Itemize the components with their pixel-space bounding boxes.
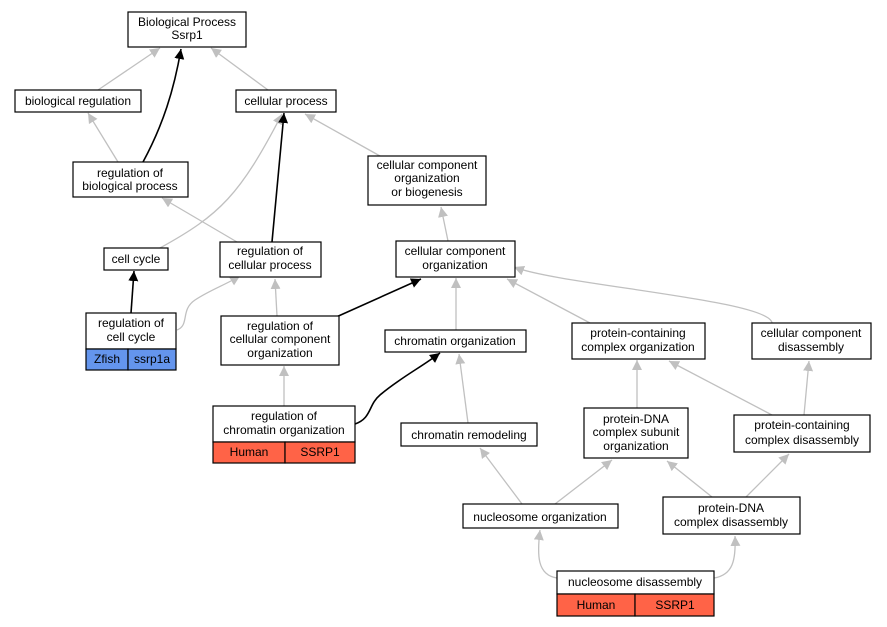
node-label-line: cellular component	[405, 244, 506, 258]
node-cellular-process[interactable]: cellular process	[235, 89, 337, 113]
node-label-line: chromatin organization	[223, 423, 344, 437]
node-protein-dna-complex-disassembly[interactable]: protein-DNA complex disassembly	[662, 496, 801, 535]
gene-tag	[127, 348, 177, 371]
edge-regulation-of-bp-to-root	[142, 48, 185, 163]
edge-nucleosome-organization-to-chromatin-remodeling	[479, 447, 523, 505]
edge-ccob-to-cellular-process	[304, 113, 381, 157]
node-label-line: or biogenesis	[391, 185, 462, 199]
node-label-line: nucleosome organization	[473, 510, 606, 524]
edge-pdna-disassembly-to-pccd	[745, 453, 790, 498]
species-label: Zfish	[94, 352, 120, 366]
node-label-line: complex subunit	[593, 425, 680, 439]
edges	[87, 47, 814, 579]
node-label-line: biological regulation	[25, 94, 131, 108]
node-label-line: cellular process	[244, 94, 327, 108]
node-label-line: protein-DNA	[698, 501, 764, 515]
node-cell-cycle[interactable]: cell cycle	[103, 247, 169, 271]
edge-chromatin-remodeling-to-chromatin-organization	[455, 353, 469, 424]
edge-cellular-process-to-root	[210, 47, 269, 91]
node-label-line: chromatin organization	[394, 334, 515, 348]
edge-regulation-of-cell-cycle-to-regulation-of-cellular-process	[176, 275, 241, 331]
edge-cco-to-ccob	[438, 206, 449, 242]
edge-ccd-to-cco	[513, 265, 773, 324]
node-label-line: Ssrp1	[171, 28, 203, 42]
edge-regulation-of-ccorg-to-cco	[333, 278, 422, 319]
node-chromatin-remodeling[interactable]: chromatin remodeling	[400, 422, 538, 447]
node-cellular-component-organization-or-biogenesis[interactable]: cellular component organization or bioge…	[367, 155, 487, 206]
gene-label: SSRP1	[300, 445, 340, 459]
node-label-line: chromatin remodeling	[411, 428, 526, 442]
node-protein-containing-complex-organization[interactable]: protein-containing complex organization	[571, 322, 706, 360]
node-label-line: organization	[247, 346, 312, 360]
node-label-line: protein-containing	[590, 326, 685, 340]
node-nucleosome-disassembly[interactable]: nucleosome disassembly Human SSRP1	[556, 570, 715, 617]
node-regulation-of-cellular-component-organization[interactable]: regulation of cellular component organiz…	[220, 315, 340, 366]
edge-regulation-of-cell-cycle-to-cell-cycle	[128, 270, 139, 314]
node-label-line: disassembly	[778, 340, 844, 354]
node-label-line: cellular component	[230, 332, 331, 346]
node-protein-dna-complex-subunit-organization[interactable]: protein-DNA complex subunit organization	[583, 407, 689, 459]
node-regulation-of-cellular-process[interactable]: regulation of cellular process	[219, 241, 322, 278]
species-label: Human	[577, 598, 616, 612]
node-label-line: cellular process	[228, 258, 311, 272]
edge-regulation-of-ccorg-to-regulation-of-cellular-process	[270, 278, 281, 317]
edge-nucleosome-organization-to-pdna-subunit	[554, 459, 613, 505]
edge-nucleosome-disassembly-to-nucleosome-organization	[533, 529, 558, 579]
node-label-line: regulation of	[247, 319, 314, 333]
node-label-line: regulation of	[98, 316, 165, 330]
edge-cell-cycle-to-cellular-process	[159, 113, 283, 249]
node-label-line: complex organization	[581, 340, 694, 354]
edge-regulation-of-chromatin-org-to-chromatin-organization	[354, 352, 441, 425]
node-label-line: cellular component	[377, 158, 478, 172]
node-regulation-of-biological-process[interactable]: regulation of biological process	[72, 161, 189, 198]
gene-tag	[284, 441, 356, 464]
edge-nucleosome-disassembly-to-pdna-disassembly	[713, 535, 741, 579]
node-label-line: regulation of	[97, 166, 164, 180]
node-label-line: organization	[603, 439, 668, 453]
node-cellular-component-disassembly[interactable]: cellular component disassembly	[751, 322, 872, 360]
node-label-line: biological process	[82, 179, 177, 193]
gene-label: SSRP1	[655, 598, 695, 612]
node-label-line: cell cycle	[112, 252, 161, 266]
node-nucleosome-organization[interactable]: nucleosome organization	[462, 503, 619, 529]
node-label-line: organization	[394, 171, 459, 185]
node-label-line: cellular component	[761, 326, 862, 340]
node-label-line: cell cycle	[107, 330, 156, 344]
node-label-line: nucleosome disassembly	[568, 575, 702, 589]
edge-biological-regulation-to-root	[97, 47, 161, 91]
node-regulation-of-chromatin-organization[interactable]: regulation of chromatin organization Hum…	[212, 405, 356, 464]
nodes: Biological Process Ssrp1 biological regu…	[14, 11, 872, 617]
node-cellular-component-organization[interactable]: cellular component organization	[395, 240, 516, 278]
gene-tag	[634, 593, 715, 617]
node-label-line: protein-containing	[754, 418, 849, 432]
node-label-line: regulation of	[237, 244, 304, 258]
node-label-line: Biological Process	[138, 15, 236, 29]
node-protein-containing-complex-disassembly[interactable]: protein-containing complex disassembly	[733, 414, 871, 453]
node-biological-process-root[interactable]: Biological Process Ssrp1	[127, 11, 247, 48]
node-biological-regulation[interactable]: biological regulation	[14, 89, 142, 113]
edge-pdna-disassembly-to-pdna-subunit	[666, 460, 713, 498]
edge-regulation-of-bp-to-biological-regulation	[87, 112, 119, 163]
edge-regulation-of-cellular-process-to-regulation-of-bp	[161, 197, 238, 243]
node-label-line: regulation of	[251, 409, 318, 423]
node-regulation-of-cell-cycle[interactable]: regulation of cell cycle Zfish ssrp1a	[85, 312, 177, 371]
node-label-line: complex disassembly	[674, 515, 788, 529]
node-label-line: protein-DNA	[603, 412, 669, 426]
edge-pcco-to-cco	[506, 278, 591, 324]
edge-regulation-of-cellular-process-to-cellular-process	[271, 112, 289, 243]
species-label: Human	[230, 445, 269, 459]
edge-pccd-to-ccd	[803, 360, 814, 416]
node-label-line: complex disassembly	[745, 433, 859, 447]
gene-label: ssrp1a	[134, 352, 170, 366]
node-label-line: organization	[422, 258, 487, 272]
node-chromatin-organization[interactable]: chromatin organization	[384, 329, 527, 353]
edge-pccd-to-pcco	[668, 360, 773, 416]
